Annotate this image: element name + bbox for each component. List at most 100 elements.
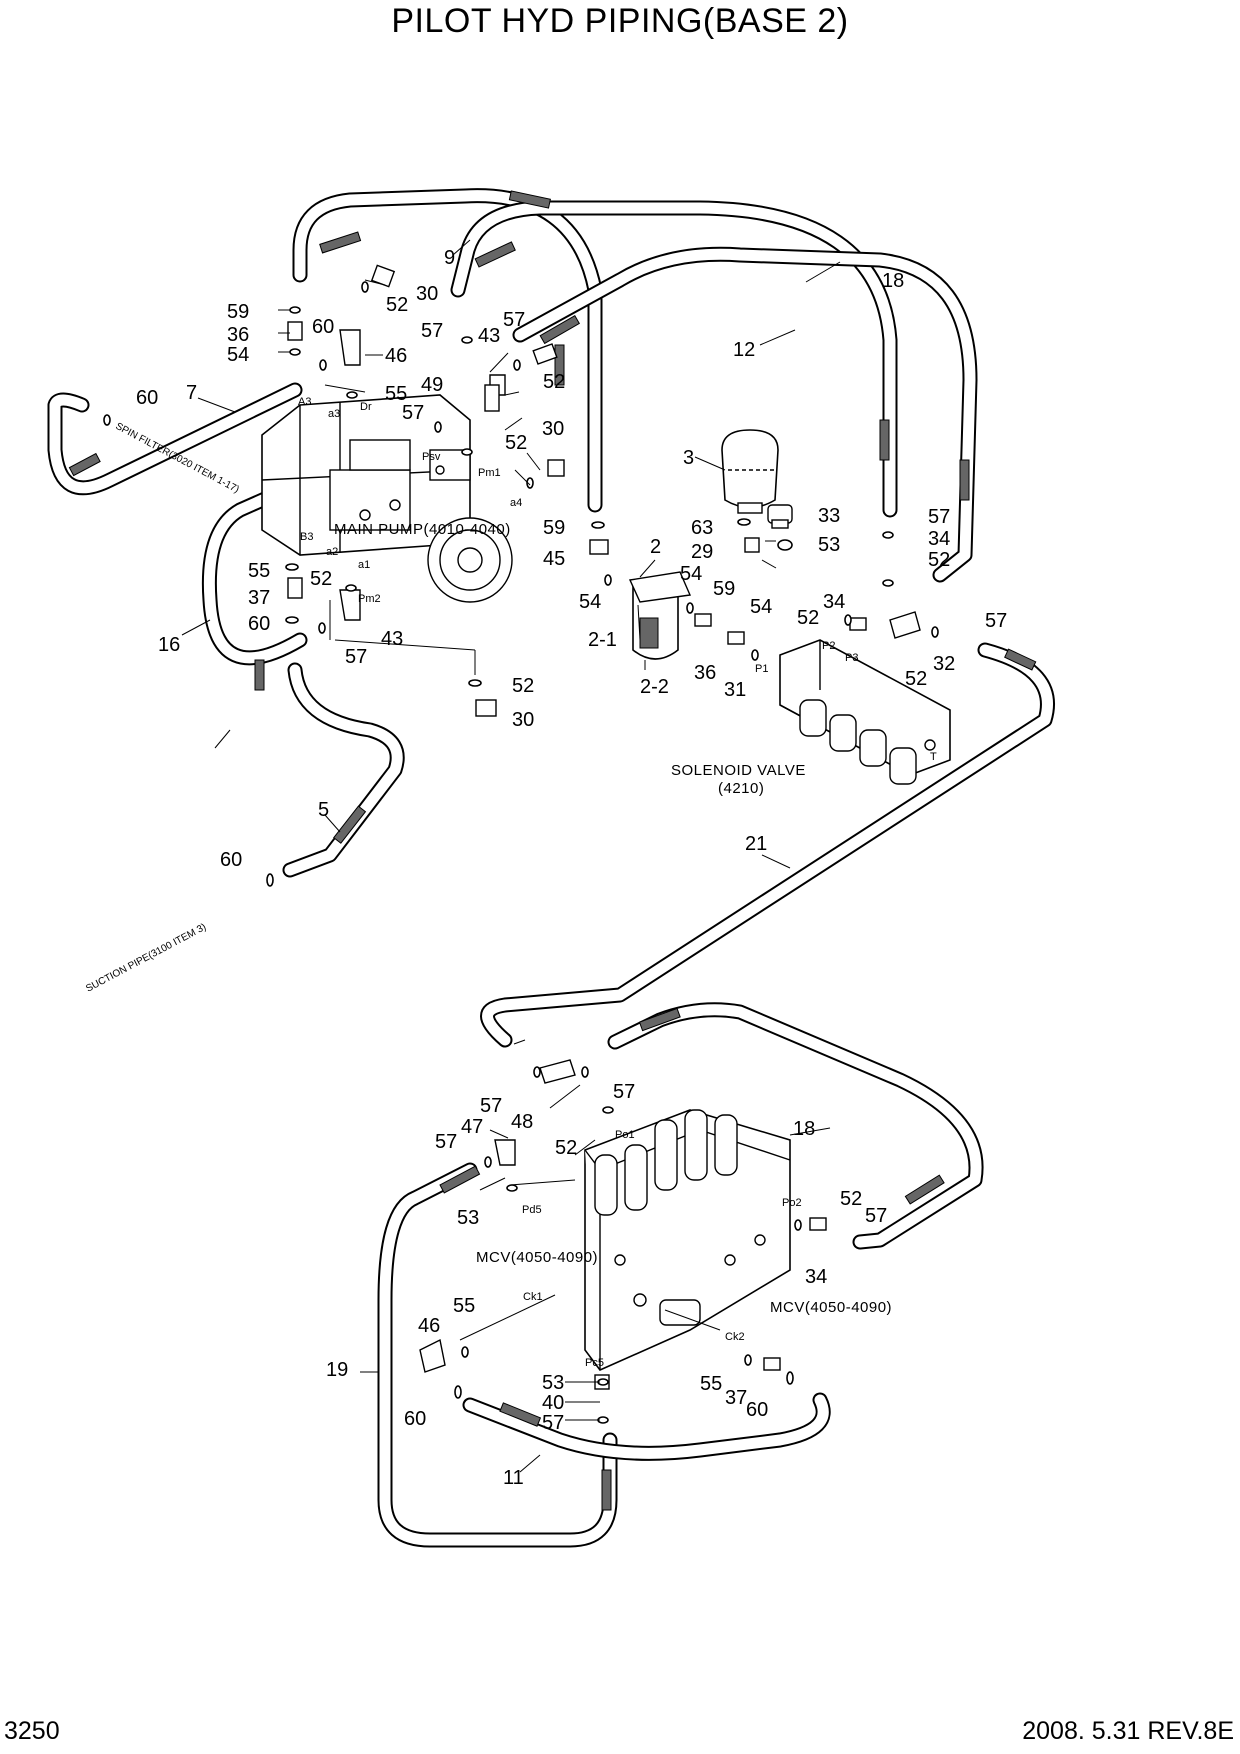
callout-number: 7: [186, 382, 197, 404]
hose-braid-marks: [68, 190, 1037, 1511]
callout-number: 52: [310, 568, 332, 590]
callout-number: 55: [385, 383, 407, 405]
callout-number: 52: [555, 1137, 577, 1159]
main-pump: [261, 394, 513, 603]
port-label: Pc5: [585, 1357, 604, 1369]
callout-number: 57: [345, 646, 367, 668]
callout-number: 30: [416, 283, 438, 305]
callout-number: 57: [865, 1205, 887, 1227]
accumulator: [721, 429, 779, 514]
port-label: Ck2: [725, 1331, 745, 1343]
callout-number: 33: [818, 505, 840, 527]
callout-number: 60: [220, 849, 242, 871]
callout-number: 37: [725, 1387, 747, 1409]
callout-number: 36: [227, 324, 249, 346]
callout-number: 31: [724, 679, 746, 701]
callout-number: 40: [542, 1392, 564, 1414]
leader-lines: [181, 239, 841, 1473]
callout-number: 52: [928, 549, 950, 571]
callout-number: 54: [579, 591, 601, 613]
callout-number: 52: [543, 371, 565, 393]
callout-number: 60: [248, 613, 270, 635]
callout-number: 37: [248, 587, 270, 609]
main-pump-label: MAIN PUMP(4010-4040): [334, 521, 511, 538]
revision-date: 2008. 5.31 REV.8E: [1022, 1717, 1234, 1745]
callout-number: 57: [435, 1131, 457, 1153]
port-label: Psv: [422, 451, 441, 463]
callout-number: 57: [421, 320, 443, 342]
callout-number: 52: [505, 432, 527, 454]
pilot-filter: [628, 571, 692, 660]
port-label: B3: [300, 531, 313, 543]
callout-number: 47: [461, 1116, 483, 1138]
port-label: a2: [326, 546, 338, 558]
callout-number: 46: [385, 345, 407, 367]
callout-number: 57: [613, 1081, 635, 1103]
mcv-label-left: MCV(4050-4090): [476, 1249, 598, 1266]
callout-number: 54: [227, 344, 249, 366]
port-label: P2: [822, 640, 835, 652]
callout-number: 53: [457, 1207, 479, 1229]
callout-number: 55: [248, 560, 270, 582]
callout-number: 57: [480, 1095, 502, 1117]
callout-number: 3: [683, 447, 694, 469]
callout-number: 19: [326, 1359, 348, 1381]
callout-number: 54: [750, 596, 772, 618]
port-label: Po2: [782, 1197, 802, 1209]
callout-number: 45: [543, 548, 565, 570]
solenoid-valve: [779, 639, 951, 785]
port-label: P3: [845, 652, 858, 664]
callout-number: 9: [444, 247, 455, 269]
callout-number: 57: [503, 309, 525, 331]
callout-number: 32: [933, 653, 955, 675]
port-label: a3: [328, 408, 340, 420]
port-labels: A3 a3 Dr Psv Pm1 a4 B3 a2 a1 Pm2 P1 P2 P…: [298, 396, 937, 1369]
callout-number: 60: [312, 316, 334, 338]
port-label: a1: [358, 559, 370, 571]
port-label: a4: [510, 497, 522, 509]
callout-number: 60: [746, 1399, 768, 1421]
port-label: Ck1: [523, 1291, 543, 1303]
callout-number: 52: [512, 675, 534, 697]
callout-number: 29: [691, 541, 713, 563]
page-title: PILOT HYD PIPING(BASE 2): [391, 2, 849, 40]
callout-number: 57: [542, 1412, 564, 1434]
callout-number: 5: [318, 799, 329, 821]
mcv-label-right: MCV(4050-4090): [770, 1299, 892, 1316]
part-33-plug: [767, 504, 793, 529]
callout-number: 34: [805, 1266, 827, 1288]
mcv: [584, 1109, 791, 1371]
callout-number: 57: [402, 402, 424, 424]
port-label: Dr: [360, 401, 372, 413]
callout-number: 2-2: [640, 676, 669, 698]
callout-number: 52: [905, 668, 927, 690]
callout-number: 43: [381, 628, 403, 650]
callout-number: 53: [542, 1372, 564, 1394]
callout-number: 21: [745, 833, 767, 855]
callout-numbers: 9 52 30 59 36 54 60 46 55 60 7 57 43 57 …: [136, 247, 1007, 1489]
callout-number: 34: [928, 528, 950, 550]
o-rings: [103, 281, 939, 1424]
callout-number: 55: [453, 1295, 475, 1317]
callout-number: 57: [928, 506, 950, 528]
port-label: Pd5: [522, 1204, 542, 1216]
callout-number: 52: [386, 294, 408, 316]
callout-number: 52: [840, 1188, 862, 1210]
callout-number: 55: [700, 1373, 722, 1395]
callout-number: 52: [797, 607, 819, 629]
suction-pipe-reference: SUCTION PIPE(3100 ITEM 3): [84, 922, 208, 995]
callout-number: 12: [733, 339, 755, 361]
callout-number: 59: [713, 578, 735, 600]
callout-number: 2-1: [588, 629, 617, 651]
solenoid-valve-label: SOLENOID VALVE: [671, 762, 806, 779]
callout-number: 18: [882, 270, 904, 292]
solenoid-valve-number: (4210): [718, 780, 764, 797]
port-label: Po1: [615, 1129, 635, 1141]
callout-number: 60: [136, 387, 158, 409]
callout-number: 59: [543, 517, 565, 539]
fittings: [287, 264, 921, 1390]
callout-number: 48: [511, 1111, 533, 1133]
port-label: A3: [298, 396, 311, 408]
callout-number: 30: [512, 709, 534, 731]
callout-number: 43: [478, 325, 500, 347]
